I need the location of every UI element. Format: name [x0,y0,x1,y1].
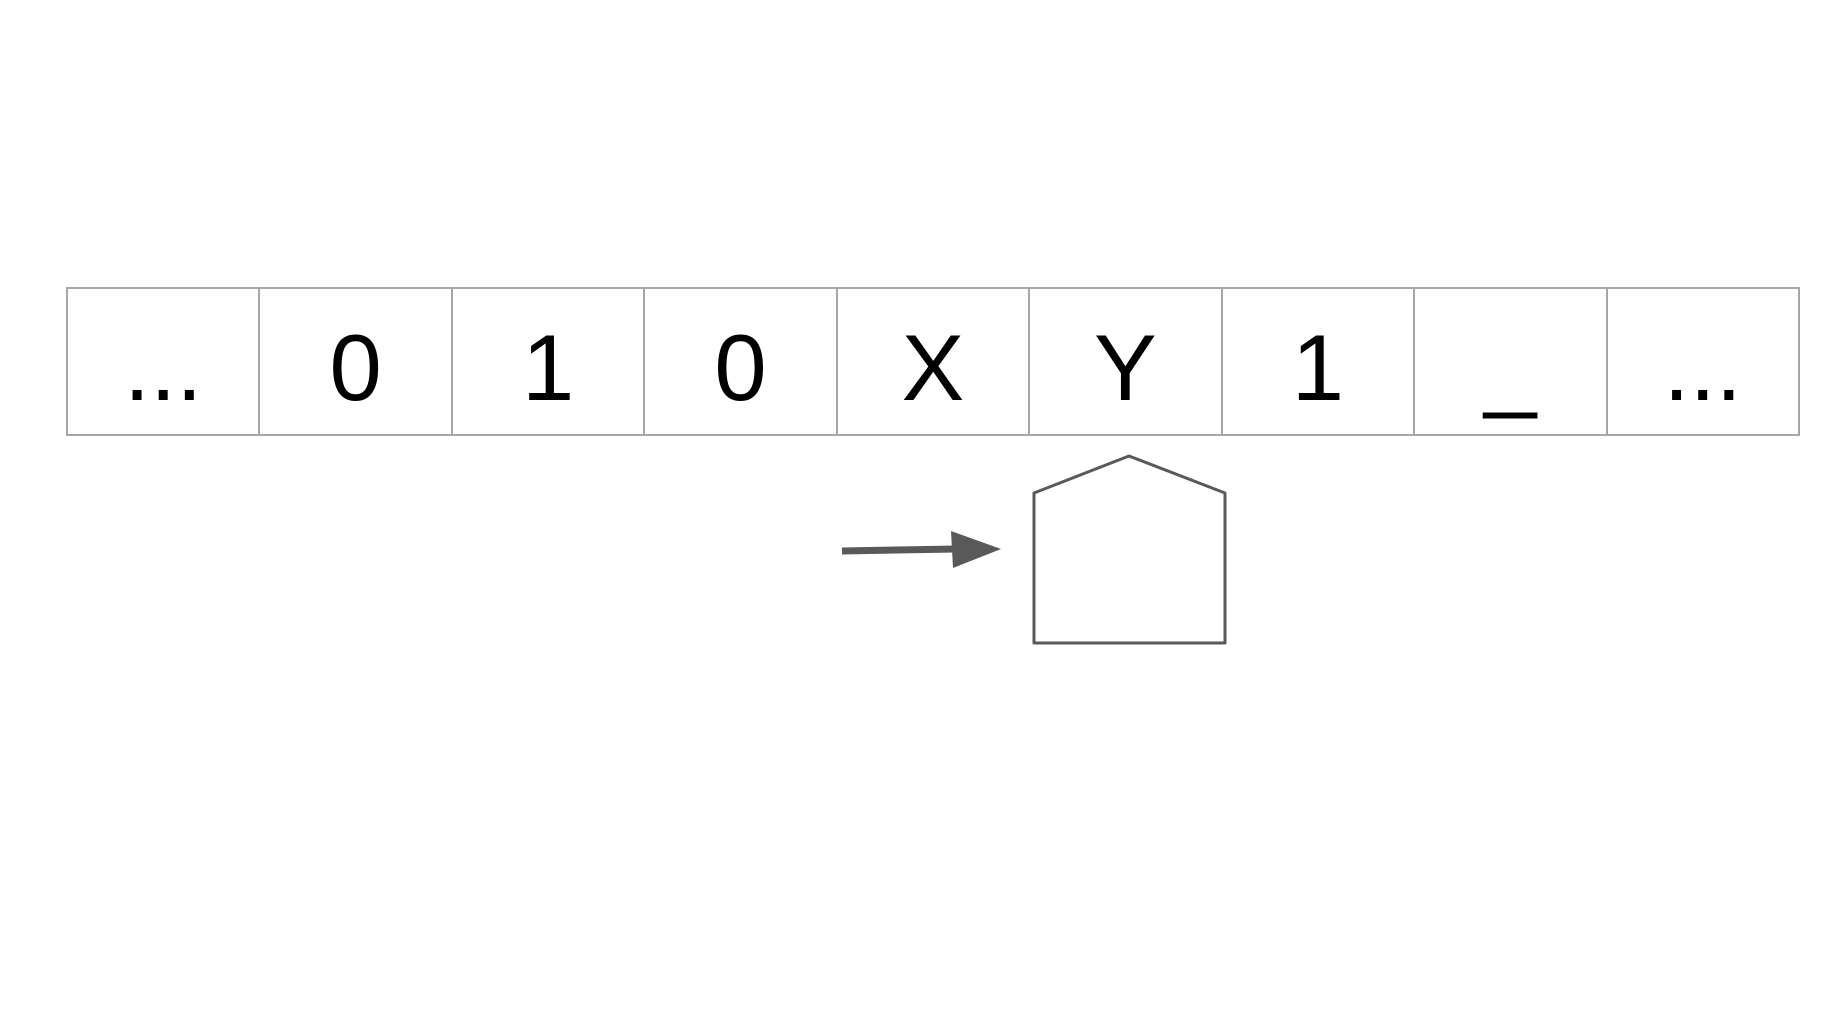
tape-cell-symbol: 0 [329,314,382,420]
tape-cell-symbol: _ [1484,314,1537,420]
tape-cell-right-ellipsis: ... [1608,289,1800,434]
tape-cell-symbol: 0 [714,314,767,420]
tape-cell: 0 [645,289,838,434]
tape-cell: X [838,289,1031,434]
tape-cell: 1 [453,289,646,434]
tape-head-icon [1032,454,1227,645]
tape-cell: 1 [1223,289,1416,434]
tape-cell-left-ellipsis: ... [68,289,261,434]
turing-tape: ... 0 1 0 X Y 1 _ ... [66,287,1800,436]
tape-cell-current: Y [1030,289,1223,434]
tape-cell-symbol: Y [1094,314,1157,420]
tape-cell-symbol: ... [1663,314,1742,420]
right-arrow-icon [951,531,1001,568]
tape-cell: 0 [260,289,453,434]
pointer-arrow-shaft [841,545,957,555]
tape-cell-symbol: ... [124,314,203,420]
tape-cell-symbol: 1 [521,314,575,420]
tape-cell-blank: _ [1415,289,1608,434]
tape-cell-symbol: 1 [1291,314,1344,420]
tape-cell-symbol: X [901,314,965,420]
